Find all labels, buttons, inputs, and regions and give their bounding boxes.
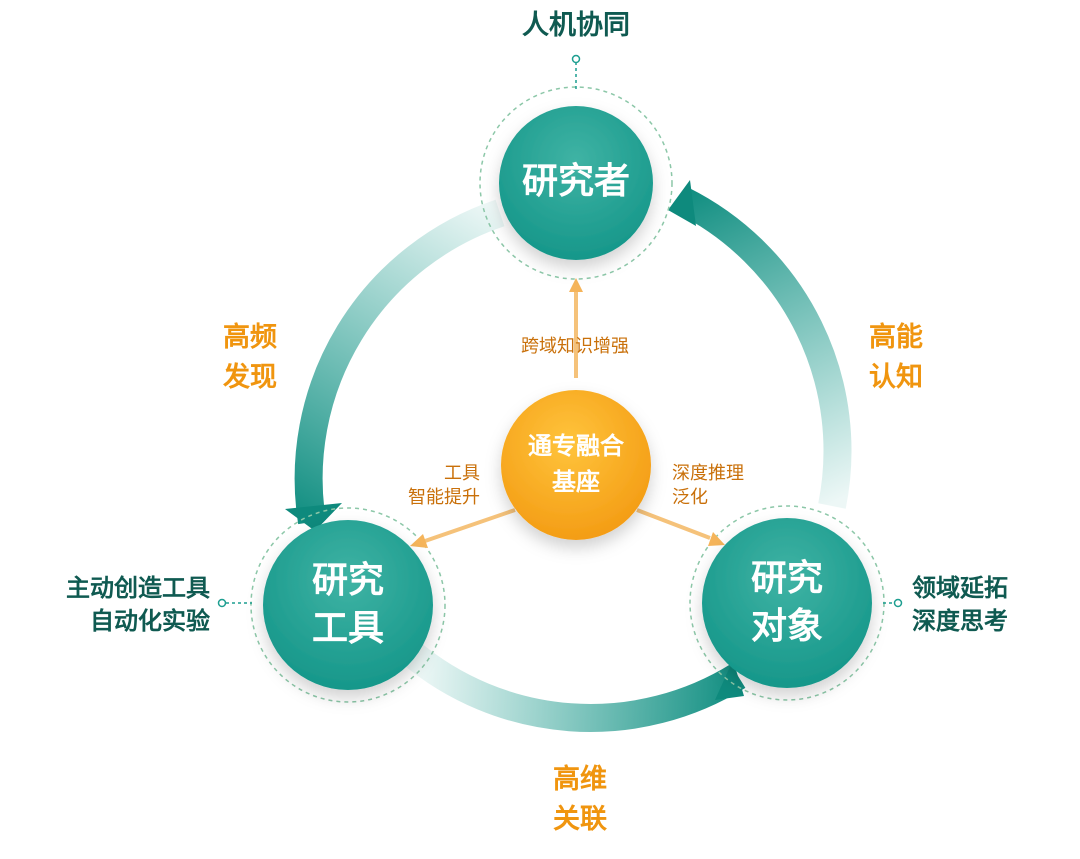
- node-research-tool-line1: 研究: [311, 560, 384, 601]
- node-research-tool: [263, 520, 433, 690]
- spoke-label-right-line2: 泛化: [672, 487, 708, 508]
- caption-right-line1: 领域延拓: [912, 574, 1008, 602]
- connector-dot-left: [217, 598, 227, 608]
- spoke-label-right-line1: 深度推理: [672, 463, 744, 484]
- cycle-label-bottom-line2: 关联: [553, 804, 607, 835]
- caption-left-line2: 自动化实验: [90, 607, 210, 635]
- caption-top: 人机协同: [522, 10, 630, 41]
- cycle-label-bottom-line1: 高维: [553, 764, 607, 795]
- node-research-tool-label: 研究 工具: [268, 557, 428, 653]
- cycle-arc-left: [294, 199, 505, 525]
- cycle-label-right: 高能 认知: [846, 318, 946, 398]
- node-research-object-line1: 研究: [750, 558, 823, 599]
- node-foundation-line2: 基座: [552, 468, 600, 496]
- spoke-label-left-line2: 智能提升: [408, 487, 480, 508]
- cycle-label-left-line1: 高频: [223, 322, 277, 353]
- caption-right-line2: 深度思考: [912, 607, 1008, 635]
- spoke-label-up: 跨域知识增强: [521, 336, 629, 357]
- node-foundation-line1: 通专融合: [528, 432, 624, 460]
- caption-right: 领域延拓 深度思考: [912, 572, 1072, 638]
- node-halo-left: [250, 507, 446, 703]
- caption-left-line1: 主动创造工具: [66, 574, 210, 602]
- cycle-label-right-line2: 认知: [869, 362, 923, 393]
- spoke-right-arrowhead: [708, 532, 725, 546]
- cycle-label-left: 高频 发现: [200, 318, 300, 398]
- cycle-arrowhead-right: [668, 180, 696, 226]
- spoke-left: [424, 508, 516, 543]
- spoke-right: [636, 508, 711, 540]
- node-foundation-label: 通专融合 基座: [496, 428, 656, 500]
- cycle-label-right-line1: 高能: [869, 322, 923, 353]
- connector-dot-top: [571, 54, 581, 64]
- spoke-label-right: 深度推理 泛化: [672, 462, 792, 510]
- node-research-object: [702, 518, 872, 688]
- node-research-object-line2: 对象: [750, 606, 823, 647]
- node-researcher: [499, 106, 653, 260]
- connector-dot-right: [893, 598, 903, 608]
- cycle-label-bottom: 高维 关联: [530, 760, 630, 840]
- spoke-label-left-line1: 工具: [444, 463, 480, 484]
- node-foundation: [501, 390, 651, 540]
- node-researcher-label: 研究者: [521, 161, 630, 202]
- spoke-label-left: 工具 智能提升: [380, 462, 480, 510]
- cycle-arrowhead-bottom: [715, 660, 744, 700]
- node-research-tool-line2: 工具: [311, 608, 384, 649]
- spoke-up-arrowhead: [569, 278, 583, 292]
- node-research-object-label: 研究 对象: [707, 555, 867, 651]
- spoke-left-arrowhead: [410, 534, 428, 548]
- cycle-arc-right: [675, 187, 852, 509]
- cycle-label-left-line2: 发现: [223, 362, 277, 393]
- cycle-arc-bottom: [400, 641, 746, 732]
- caption-left: 主动创造工具 自动化实验: [20, 572, 210, 638]
